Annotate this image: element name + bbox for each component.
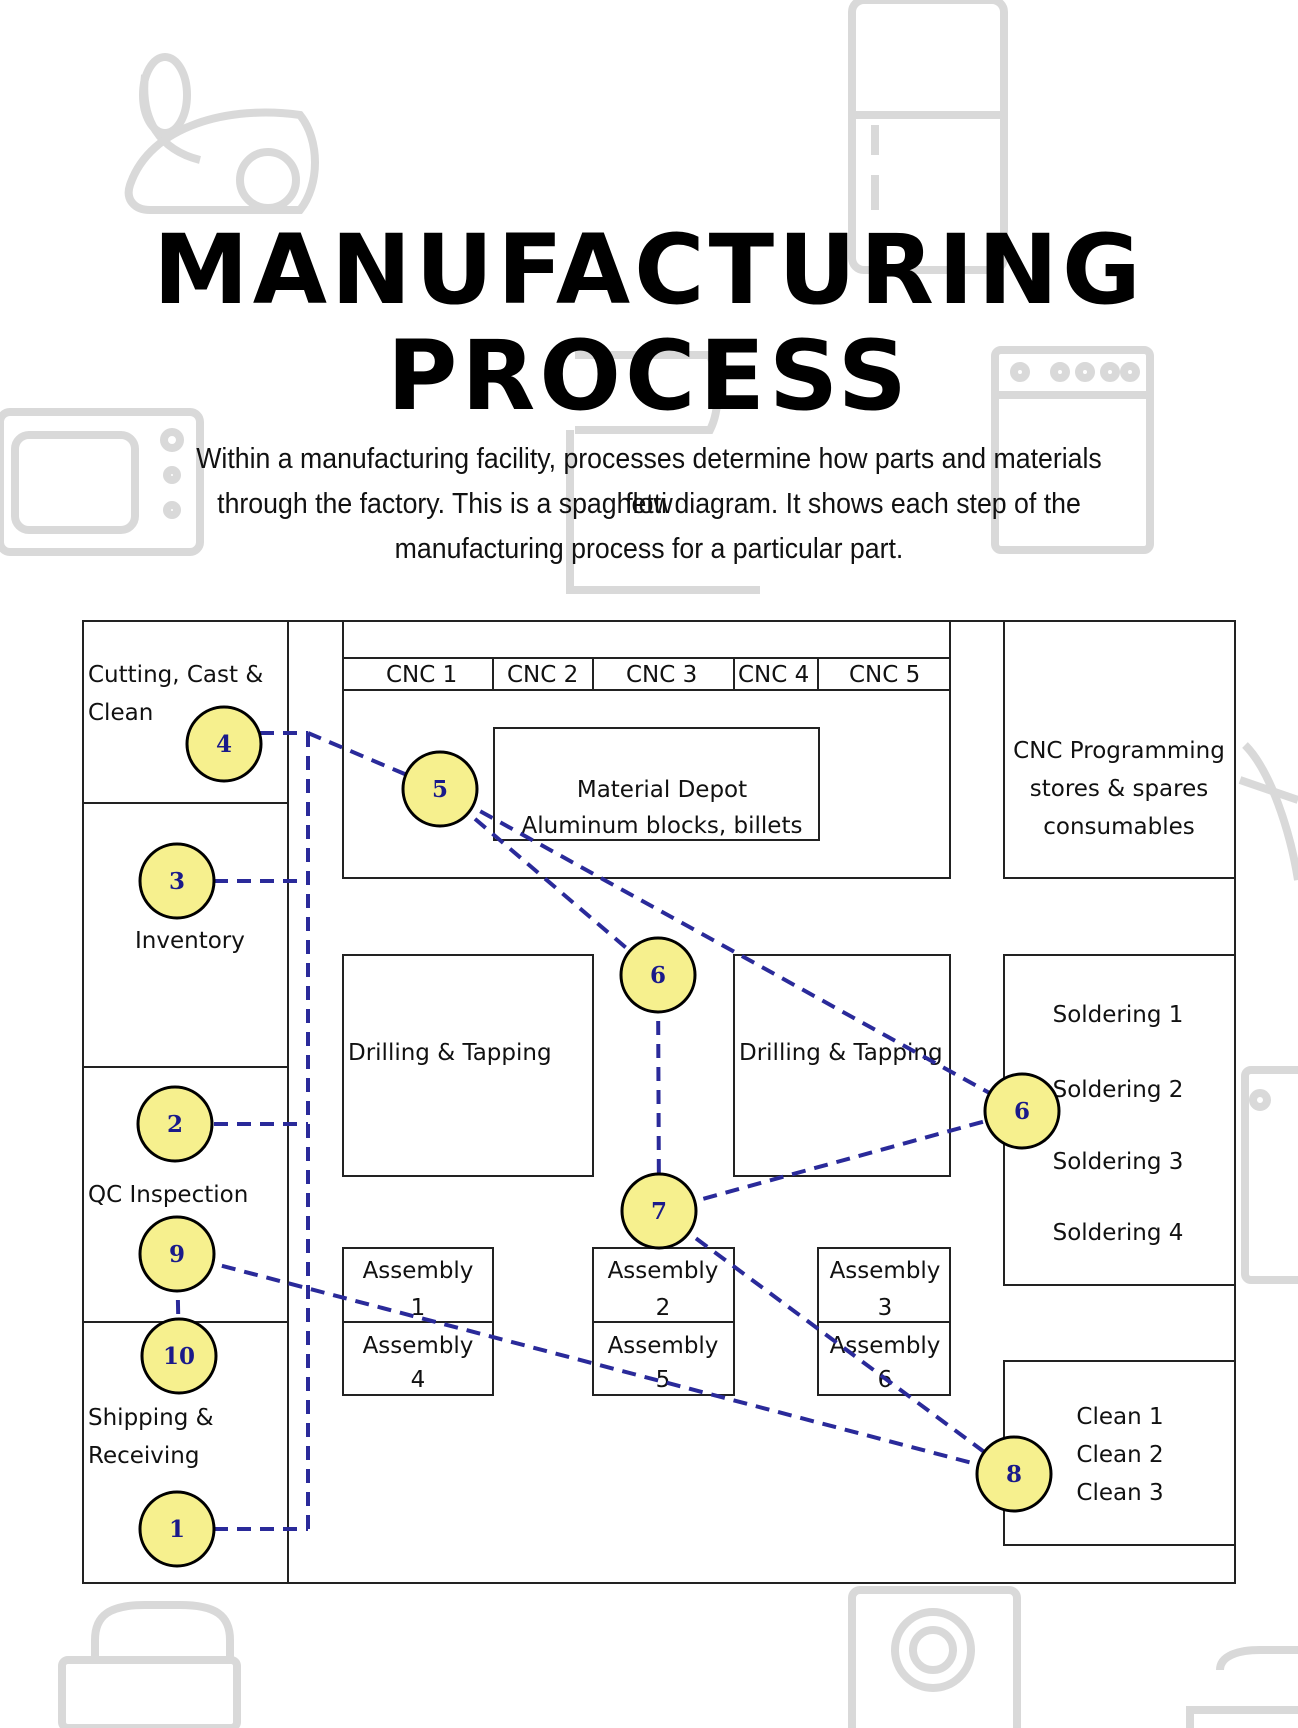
blender-icon — [1186, 1646, 1298, 1728]
area-label-cutting: Clean — [88, 700, 153, 726]
flow-line-7-to-soldering-6 — [658, 1109, 1023, 1213]
cnc-2-label: CNC 2 — [507, 662, 578, 688]
flow-line-5-to-6 — [438, 787, 660, 977]
step-node-4: 4 — [185, 705, 263, 783]
intro-text-line-1: Within a manufacturing facility, process… — [196, 443, 1102, 520]
clean-3-label: Clean 3 — [1076, 1480, 1163, 1506]
area-label-shipping: Receiving — [88, 1443, 199, 1469]
page-title-line-1: MANUFACTURING — [153, 214, 1145, 326]
step-number-4: 4 — [216, 731, 232, 758]
step-number-6: 6 — [1014, 1098, 1030, 1125]
drilling-tapping-label: Drilling & Tapping — [348, 1040, 552, 1066]
flow-line-7-to-8 — [657, 1209, 1016, 1476]
assembly-1-number: 1 — [411, 1295, 426, 1321]
step-node-5: 5 — [401, 750, 479, 828]
step-node-8: 8 — [975, 1435, 1053, 1513]
flow-line-8-to-9 — [176, 1252, 1015, 1476]
cnc-1-label: CNC 1 — [386, 662, 457, 688]
step-node-3: 3 — [138, 842, 216, 920]
step-node-10: 10 — [140, 1317, 218, 1395]
microwave-icon — [0, 408, 204, 556]
step-number-3: 3 — [169, 868, 185, 895]
assembly-4-number: 4 — [411, 1367, 426, 1393]
assembly-3-number: 3 — [878, 1295, 893, 1321]
soldering-2-label: Soldering 2 — [1053, 1077, 1184, 1103]
iron-icon — [1238, 742, 1298, 881]
assembly-4-label: Assembly — [363, 1333, 474, 1359]
cnc-3-label: CNC 3 — [626, 662, 697, 688]
area-label-qc-inspection: QC Inspection — [88, 1182, 248, 1208]
page-title-line-2: PROCESS — [387, 320, 911, 432]
flow-line-9-to-10 — [175, 1253, 181, 1357]
material-depot-sublabel: Aluminum blocks, billets — [522, 813, 803, 839]
clean-2-label: Clean 2 — [1076, 1442, 1163, 1468]
step-node-2: 2 — [136, 1085, 214, 1163]
cnc-section — [342, 620, 951, 879]
clean-1-label: Clean 1 — [1076, 1404, 1163, 1430]
step-node-6-soldering: 6 — [983, 1072, 1061, 1150]
dryer-icon — [1241, 1066, 1298, 1284]
step-node-9: 9 — [138, 1215, 216, 1293]
drilling-tapping-area-right — [733, 954, 951, 1177]
intro-text-line-3: manufacturing process for a particular p… — [394, 533, 904, 565]
washing-machine-icon — [848, 1586, 1021, 1728]
intro-text-line-2: through the factory. This is a spaghetti… — [217, 488, 1081, 520]
step-number-5: 5 — [432, 776, 448, 803]
cnc-programming-label: consumables — [1043, 814, 1194, 840]
cnc-programming-area — [1003, 620, 1236, 879]
assembly-5-label: Assembly — [608, 1333, 719, 1359]
cnc-programming-label: CNC Programming — [1013, 738, 1225, 764]
step-number-6: 6 — [650, 962, 666, 989]
soldering-4-label: Soldering 4 — [1053, 1220, 1184, 1246]
area-label-inventory: Inventory — [135, 928, 245, 954]
mixer-icon — [566, 351, 760, 594]
step-node-7: 7 — [620, 1172, 698, 1250]
vacuum-cleaner-icon — [124, 53, 319, 214]
assembly-5-number: 5 — [656, 1367, 671, 1393]
soldering-3-label: Soldering 3 — [1053, 1149, 1184, 1175]
step-node-6: 6 — [619, 936, 697, 1014]
material-depot-label: Material Depot — [577, 777, 747, 803]
step-number-7: 7 — [651, 1198, 667, 1225]
area-label-cutting: Cutting, Cast & — [88, 662, 263, 688]
material-depot-box — [493, 727, 820, 841]
toaster-icon — [58, 1601, 241, 1728]
drilling-tapping-area-left — [342, 954, 594, 1177]
area-label-shipping: Shipping & — [88, 1405, 214, 1431]
step-number-9: 9 — [169, 1241, 185, 1268]
assembly-2-label: Assembly — [608, 1258, 719, 1284]
flow-line-6-to-7 — [656, 974, 661, 1212]
cnc-programming-label: stores & spares — [1030, 776, 1208, 802]
assembly-1-label: Assembly — [363, 1258, 474, 1284]
step-number-2: 2 — [167, 1111, 183, 1138]
stove-icon — [991, 346, 1154, 554]
assembly-3-label: Assembly — [830, 1258, 941, 1284]
step-node-1: 1 — [138, 1490, 216, 1568]
cnc-5-label: CNC 5 — [849, 662, 920, 688]
step-number-1: 1 — [169, 1516, 185, 1543]
drilling-tapping-label: Drilling & Tapping — [739, 1040, 943, 1066]
assembly-6-label: Assembly — [830, 1333, 941, 1359]
cnc-4-label: CNC 4 — [738, 662, 809, 688]
step-number-10: 10 — [163, 1343, 195, 1370]
step-number-8: 8 — [1006, 1461, 1022, 1488]
refrigerator-icon — [848, 0, 1008, 274]
assembly-2-number: 2 — [656, 1295, 671, 1321]
flow-line-5-to-soldering-6 — [439, 787, 1023, 1113]
soldering-1-label: Soldering 1 — [1053, 1002, 1184, 1028]
